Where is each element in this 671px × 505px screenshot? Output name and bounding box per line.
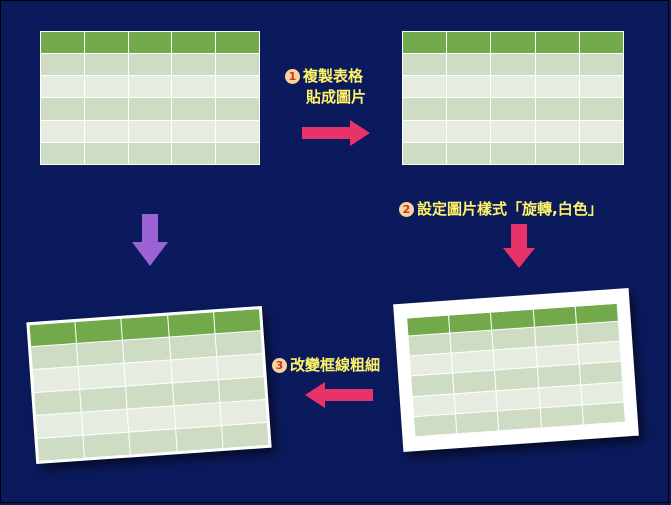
purple-down-arrow-icon [132,214,168,266]
step-1-line2: 貼成圖片 [306,88,367,106]
original-table [40,31,260,166]
step-2-text: 設定圖片樣式「旋轉,白色」 [417,200,603,218]
down-arrow-icon [503,224,535,268]
step-3-text: 改變框線粗細 [290,356,381,374]
pasted-picture-table [401,31,625,166]
thin-border-picture [26,305,272,465]
step-3-badge: 3 [272,358,287,373]
thin-border-table [28,308,269,462]
left-arrow-icon [305,382,373,408]
step-1-line1: 複製表格 [303,67,364,85]
right-arrow-icon [302,120,370,146]
rotated-white-frame-picture [393,287,639,453]
step-2-badge: 2 [399,202,414,217]
rotated-table [406,303,626,437]
step-1-badge: 1 [285,69,300,84]
